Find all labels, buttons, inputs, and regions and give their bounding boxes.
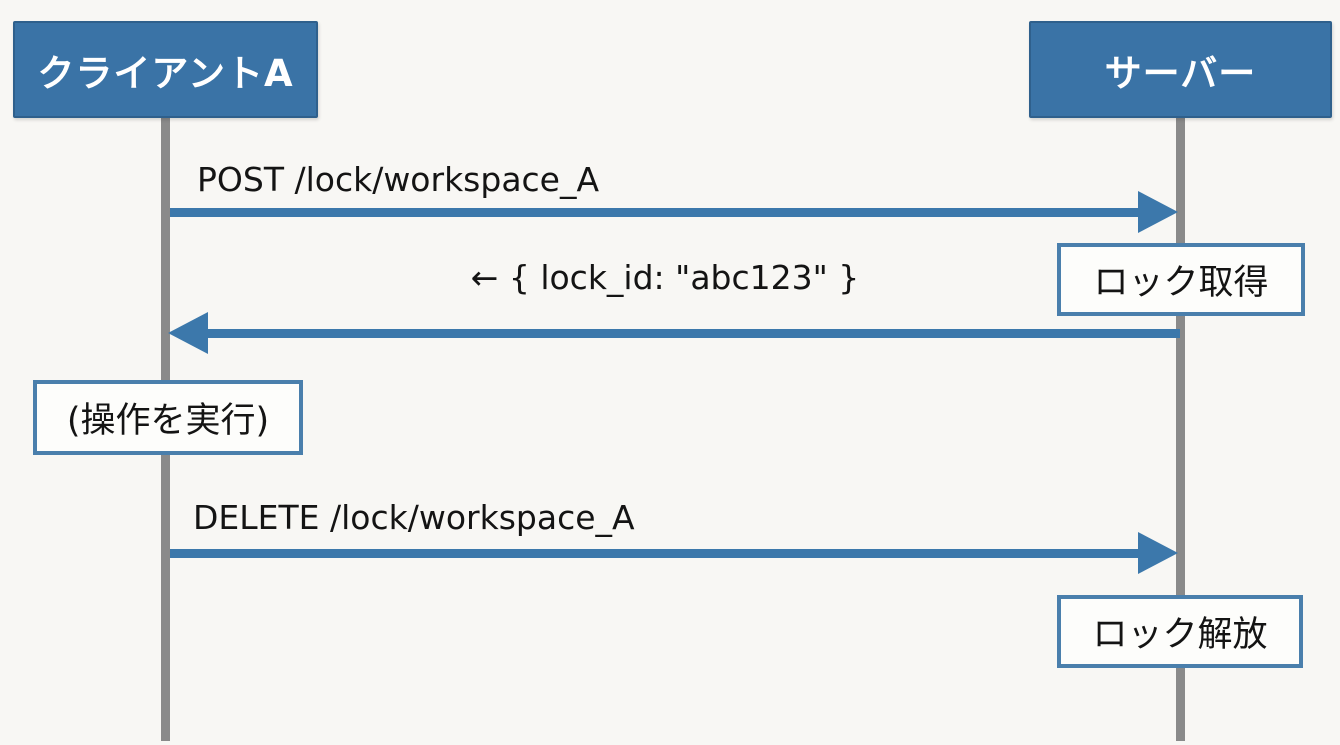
note-perform-operation: (操作を実行) [33, 380, 303, 455]
arrow-right-icon [1138, 191, 1178, 233]
message-arrow-post-lock [170, 208, 1142, 217]
arrow-right-icon [1138, 532, 1178, 574]
arrow-left-icon [168, 312, 208, 354]
message-arrow-lock-id-response [208, 329, 1180, 338]
message-label-delete-lock: DELETE /lock/workspace_A [193, 498, 635, 537]
message-label-lock-id-response: ← { lock_id: "abc123" } [470, 258, 860, 297]
message-label-post-lock: POST /lock/workspace_A [197, 160, 600, 199]
lifeline-server [1176, 116, 1185, 741]
actor-server: サーバー [1029, 21, 1332, 118]
message-arrow-delete-lock [170, 549, 1142, 558]
note-lock-acquired: ロック取得 [1057, 243, 1305, 316]
actor-client: クライアントA [13, 21, 318, 118]
note-lock-released: ロック解放 [1057, 595, 1303, 668]
